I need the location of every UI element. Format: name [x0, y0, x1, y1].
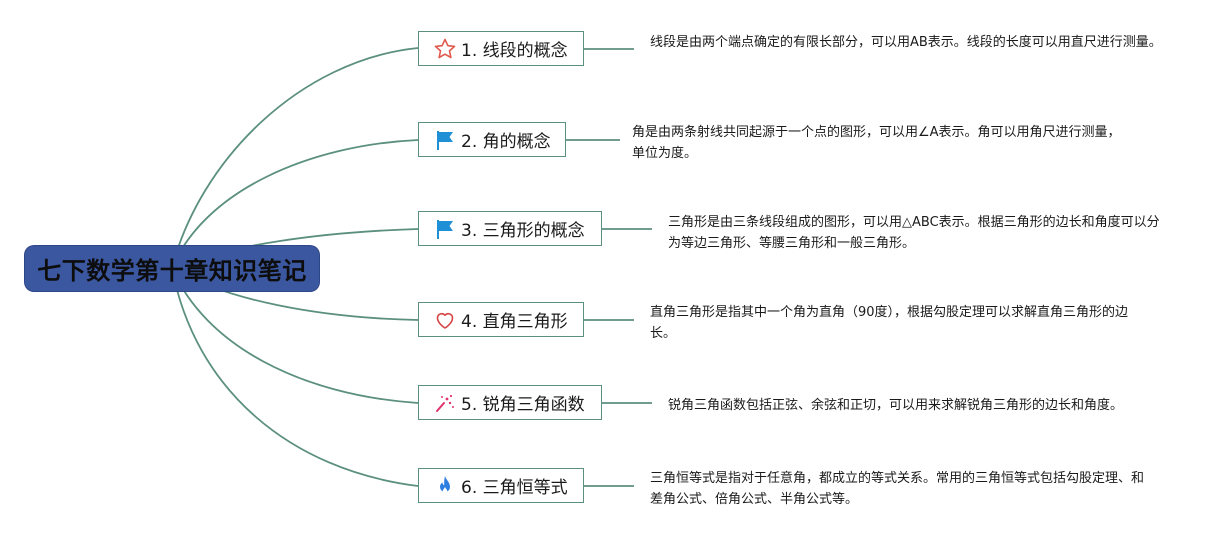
star-icon: [433, 37, 457, 61]
topic-6-note: 三角恒等式是指对于任意角，都成立的等式关系。常用的三角恒等式包括勾股定理、和差角…: [650, 471, 1145, 507]
root-title: 七下数学第十章知识笔记: [37, 257, 307, 285]
topic-3[interactable]: 3. 三角形的概念: [418, 211, 602, 246]
flag-icon: [433, 128, 457, 152]
topic-5-note: 锐角三角函数包括正弦、余弦和正切，可以用来求解锐角三角形的边长和角度。: [668, 398, 1124, 413]
topic-1-note: 线段是由两个端点确定的有限长部分，可以用AB表示。线段的长度可以用直尺进行测量。: [650, 35, 1162, 50]
topic-2[interactable]: 2. 角的概念: [418, 122, 566, 157]
root-topic[interactable]: 七下数学第十章知识笔记: [25, 246, 319, 291]
topic-5[interactable]: 5. 锐角三角函数: [418, 385, 602, 420]
branch-connector-5: [171, 267, 419, 404]
topic-2-note: 角是由两条射线共同起源于一个点的图形，可以用∠A表示。角可以用角尺进行测量，单位…: [632, 125, 1121, 161]
branch-connector-2: [171, 139, 419, 269]
topic-4[interactable]: 4. 直角三角形: [418, 302, 584, 337]
branch-connector-1: [171, 47, 419, 269]
topic-5-title: 5. 锐角三角函数: [461, 395, 585, 415]
flag-icon: [433, 217, 457, 241]
heart-icon: [433, 308, 457, 332]
topic-4-title: 4. 直角三角形: [461, 312, 568, 332]
topic-3-note: 三角形是由三条线段组成的图形，可以用△ABC表示。根据三角形的边长和角度可以分为…: [668, 215, 1160, 251]
topic-3-title: 3. 三角形的概念: [461, 221, 585, 241]
branch-connector-6: [171, 267, 419, 487]
topic-1-title: 1. 线段的概念: [461, 41, 568, 61]
topic-4-note: 直角三角形是指其中一个角为直角（90度），根据勾股定理可以求解直角三角形的边长。: [650, 305, 1129, 341]
topic-6-title: 6. 三角恒等式: [461, 478, 568, 498]
topic-6[interactable]: 6. 三角恒等式: [418, 468, 584, 503]
topic-1[interactable]: 1. 线段的概念: [418, 31, 584, 66]
flame-icon: [433, 474, 457, 498]
topic-2-title: 2. 角的概念: [461, 132, 551, 152]
sparkle-icon: [433, 391, 457, 415]
